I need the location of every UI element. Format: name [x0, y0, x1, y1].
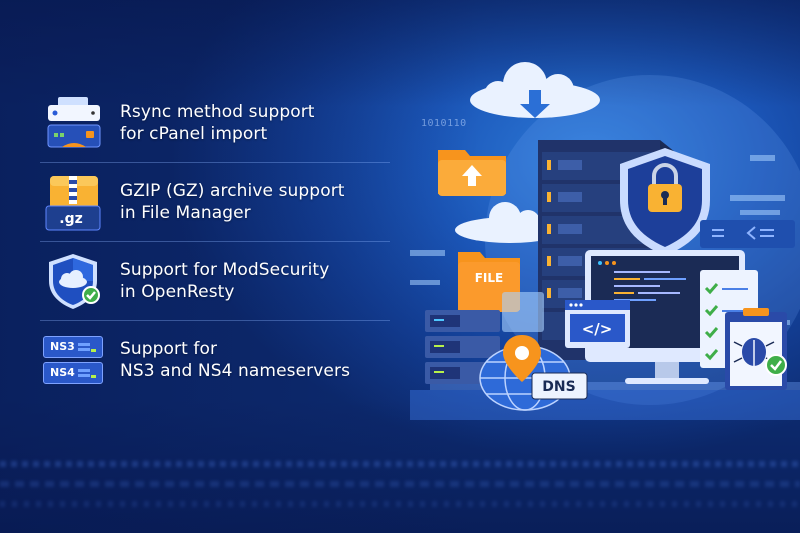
feature-line-1: Support for — [120, 339, 218, 359]
cloud-download-icon — [470, 62, 600, 118]
shield-cloud-check-icon — [40, 251, 106, 311]
ns4-label: NS4 — [50, 366, 75, 379]
feature-text: GZIP (GZ) archive support in File Manage… — [120, 180, 345, 224]
feature-list: Rsync method support for cPanel import — [40, 84, 390, 399]
location-pin-icon — [503, 335, 541, 382]
feature-gzip: .gz GZIP (GZ) archive support in File Ma… — [40, 162, 390, 241]
feature-modsecurity: Support for ModSecurity in OpenResty — [40, 241, 390, 320]
feature-nameservers: NS3 NS4 Support for NS3 and NS4 nameserv… — [40, 320, 390, 399]
hosting-illustration: </> — [410, 62, 800, 420]
bug-report-icon — [725, 308, 787, 390]
shield-lock-icon — [620, 148, 710, 256]
feature-text: Rsync method support for cPanel import — [120, 101, 315, 145]
led-icon — [91, 375, 96, 378]
glass-panel — [502, 292, 544, 332]
feature-text: Support for ModSecurity in OpenResty — [120, 259, 329, 303]
feature-text: Support for NS3 and NS4 nameservers — [120, 338, 350, 382]
floor — [410, 390, 800, 420]
vent-icon — [78, 343, 90, 346]
file-label: FILE — [475, 271, 504, 285]
feature-line-2: NS3 and NS4 nameservers — [120, 361, 351, 381]
server-leds — [547, 160, 551, 298]
nameserver-stack-icon: NS3 NS4 — [40, 330, 106, 390]
server-drive-icon — [40, 93, 106, 153]
ns3-server-icon: NS3 — [43, 336, 103, 358]
led-icon — [91, 349, 96, 352]
vent-icon — [78, 369, 90, 372]
menu-panel-icon — [700, 220, 795, 248]
feature-line-2: in OpenResty — [120, 282, 235, 302]
folder-upload-icon — [438, 150, 506, 196]
feature-rsync: Rsync method support for cPanel import — [40, 84, 390, 162]
dns-badge: DNS — [531, 372, 588, 400]
cloud-icon — [455, 202, 565, 243]
feature-line-1: Rsync method support — [120, 102, 315, 122]
server-vents — [558, 160, 582, 298]
feature-line-1: GZIP (GZ) archive support — [120, 181, 345, 201]
code-tag: </> — [582, 320, 613, 338]
gz-archive-icon: .gz — [40, 172, 106, 232]
background-code-pattern — [0, 443, 800, 523]
feature-line-2: in File Manager — [120, 203, 251, 223]
gz-label: .gz — [59, 211, 83, 227]
ns3-label: NS3 — [50, 340, 75, 353]
code-lines — [614, 271, 686, 301]
binary-text: 1010110 — [421, 118, 467, 129]
ns4-server-icon: NS4 — [43, 362, 103, 384]
code-window-icon: </> — [565, 300, 630, 348]
feature-line-1: Support for ModSecurity — [120, 260, 330, 280]
small-server-stack-icon — [425, 310, 500, 384]
feature-line-2: for cPanel import — [120, 124, 268, 144]
dns-label: DNS — [542, 379, 575, 395]
